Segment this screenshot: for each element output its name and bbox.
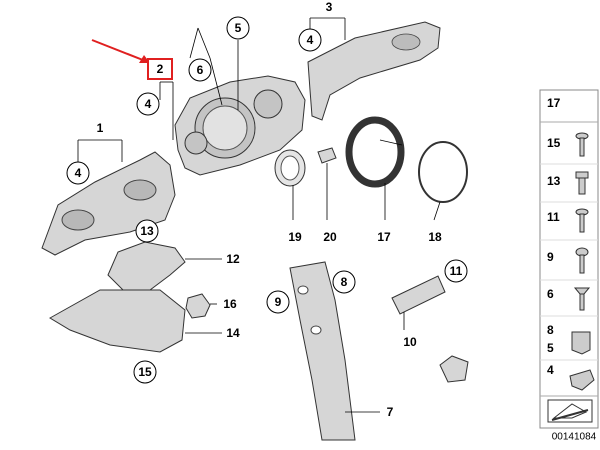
direction-symbol-icon — [547, 399, 593, 423]
callout-11-circle — [444, 259, 468, 283]
callout-9: 9 — [275, 295, 282, 309]
part-1-panel — [41, 151, 176, 256]
spring-clip-icon — [569, 369, 595, 391]
legend-header: 17 — [547, 96, 561, 110]
callout-5-circle — [226, 16, 250, 40]
legend-item-4-num: 4 — [547, 363, 554, 377]
callout-7: 7 — [387, 405, 394, 419]
part-1-vent-left — [61, 209, 95, 231]
callout-15-circle — [133, 360, 157, 384]
callout-18: 18 — [428, 230, 442, 244]
diagram-id: 00141084 — [552, 432, 597, 443]
callout-13-circle — [135, 219, 159, 243]
callout-8-circle — [332, 270, 356, 294]
highlight-box — [147, 58, 173, 80]
callout-6-circle — [188, 58, 212, 82]
legend-item-13-num: 13 — [547, 174, 561, 188]
legend-item-9-num: 9 — [547, 250, 554, 264]
clip-nut-icon — [571, 331, 591, 355]
bolt-hex-icon — [575, 171, 589, 195]
part-17-ring — [345, 116, 405, 188]
callout-4b: 4 — [145, 97, 152, 111]
screw-countersunk-icon — [573, 287, 591, 311]
highlight-arrow — [91, 39, 150, 63]
callout-16: 16 — [223, 297, 237, 311]
callout-20: 20 — [323, 230, 337, 244]
callout-4c: 4 — [307, 33, 314, 47]
part-14-column-cover — [49, 289, 186, 353]
part-7-pillar — [289, 261, 356, 441]
part-7-hole-upper — [297, 285, 309, 295]
part-16-clip — [185, 293, 211, 319]
part-2-gauge-small-1 — [253, 89, 283, 119]
callout-2: 2 — [157, 62, 164, 76]
callout-3: 3 — [326, 0, 333, 14]
leader-lines — [77, 17, 441, 413]
part-7-hole-lower — [310, 325, 322, 335]
callout-4c-circle — [298, 28, 322, 52]
callout-1: 1 — [97, 121, 104, 135]
legend-item-11-num: 11 — [547, 210, 560, 224]
legend-item-15-num: 15 — [547, 136, 561, 150]
legend-item-8-num: 8 — [547, 323, 554, 337]
callout-4a-circle — [66, 161, 90, 185]
callout-5: 5 — [235, 21, 242, 35]
callout-14: 14 — [226, 326, 240, 340]
part-18-ring — [418, 141, 468, 203]
callout-15: 15 — [138, 365, 152, 379]
screw-flat-icon — [575, 132, 589, 157]
part-19-ring-inner — [280, 155, 300, 181]
part-1-vent-right — [123, 179, 157, 201]
callout-19: 19 — [288, 230, 302, 244]
legend-item-6-num: 6 — [547, 287, 554, 301]
legend-item-5-num: 5 — [547, 341, 554, 355]
callout-12: 12 — [226, 252, 240, 266]
part-2-gauge-small-2 — [184, 131, 208, 155]
callout-10: 10 — [403, 335, 417, 349]
callout-4b-circle — [136, 92, 160, 116]
part-3-opening — [391, 33, 421, 51]
part-10-handle — [391, 275, 446, 315]
part-13-column-cover — [107, 241, 186, 293]
part-3-trim — [307, 21, 441, 121]
callout-11: 11 — [450, 264, 463, 278]
callout-9-circle — [266, 290, 290, 314]
part-20-bushing — [317, 147, 337, 164]
callout-labels: 1 2 3 4 4 4 5 6 7 8 9 10 11 12 13 14 15 … — [66, 0, 468, 419]
part-2-gauge-inner — [202, 105, 248, 151]
callout-6: 6 — [197, 63, 204, 77]
callout-13: 13 — [140, 224, 154, 238]
callout-17: 17 — [377, 230, 391, 244]
bolt-round-icon — [575, 247, 589, 274]
callout-8: 8 — [341, 275, 348, 289]
screw-pan-icon — [575, 208, 589, 233]
legend-panel: 17 15 13 11 9 6 — [539, 89, 599, 429]
callout-4a: 4 — [75, 166, 82, 180]
loose-clip — [439, 355, 469, 383]
